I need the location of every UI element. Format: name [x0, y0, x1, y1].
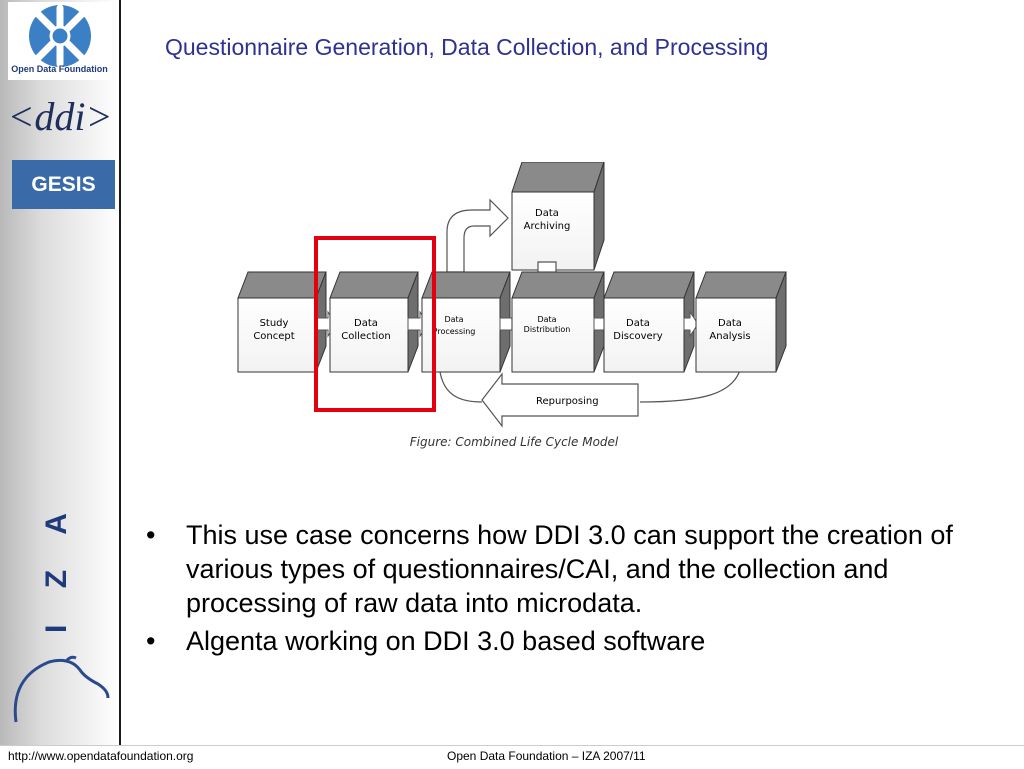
sidebar: Open Data Foundation <ddi> GESIS I Z A — [0, 0, 121, 745]
data-processing-label-2: Processing — [433, 327, 476, 336]
archive-arrow — [446, 198, 509, 273]
data-collection-label-2: Collection — [341, 331, 390, 342]
data-archiving-label-1: Data — [535, 208, 559, 219]
data-discovery-box: Data Discovery — [603, 271, 695, 373]
data-collection-box: Data Collection — [329, 271, 419, 373]
iza-logo-text: I Z A — [40, 512, 73, 633]
data-collection-highlight — [314, 236, 436, 412]
data-distribution-label-2: Distribution — [524, 325, 571, 334]
data-archiving-box: Data Archiving — [511, 162, 605, 271]
bullet-marker: • — [146, 626, 156, 656]
data-discovery-label-1: Data — [626, 318, 650, 329]
life-cycle-diagram: Data Archiving Repurposing Study Concept… — [237, 162, 787, 449]
data-distribution-box: Data Distribution — [511, 271, 605, 373]
ddi-logo-text: <ddi> — [7, 94, 112, 139]
repurposing-label: Repurposing — [536, 396, 599, 407]
gesis-logo: GESIS — [12, 160, 115, 209]
footer-center-text: Open Data Foundation – IZA 2007/11 — [447, 749, 646, 763]
bullet-marker: • — [146, 520, 156, 550]
data-archiving-label-2: Archiving — [524, 221, 571, 232]
data-analysis-label-2: Analysis — [709, 331, 750, 342]
data-collection-label-1: Data — [354, 318, 378, 329]
footer-bar — [0, 745, 1024, 769]
ddi-logo: <ddi> — [7, 94, 112, 139]
footer-url[interactable]: http://www.opendatafoundation.org — [8, 749, 194, 763]
data-processing-label-1: Data — [444, 315, 463, 324]
data-discovery-label-2: Discovery — [613, 331, 662, 342]
study-concept-label-1: Study — [260, 318, 289, 329]
figure-caption: Figure: Combined Life Cycle Model — [410, 435, 619, 449]
study-concept-box: Study Concept — [237, 271, 327, 373]
bullet-list: • This use case concerns how DDI 3.0 can … — [140, 518, 980, 662]
odf-logo-text: Open Data Foundation — [11, 64, 108, 74]
bullet-item: • Algenta working on DDI 3.0 based softwa… — [140, 624, 980, 658]
study-concept-label-2: Concept — [253, 331, 294, 342]
slide-title: Questionnaire Generation, Data Collectio… — [165, 34, 769, 60]
bullet-text: This use case concerns how DDI 3.0 can s… — [186, 520, 953, 618]
open-data-foundation-logo — [8, 2, 112, 80]
iza-logo: I Z A — [13, 512, 110, 723]
bullet-item: • This use case concerns how DDI 3.0 can … — [140, 518, 980, 620]
repurposing-arrow — [481, 372, 639, 428]
bullet-text: Algenta working on DDI 3.0 based softwar… — [186, 626, 706, 656]
data-analysis-box: Data Analysis — [695, 271, 787, 373]
data-distribution-label-1: Data — [537, 315, 556, 324]
data-analysis-label-1: Data — [718, 318, 742, 329]
